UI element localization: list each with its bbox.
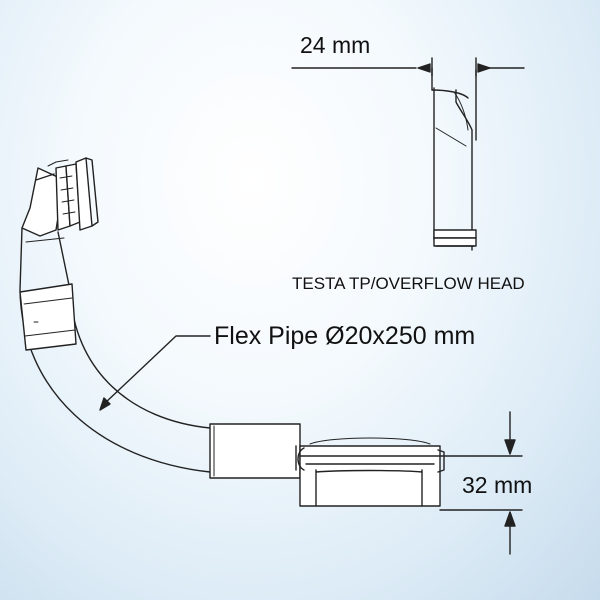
top-dimension	[291, 57, 525, 77]
flex-pipe	[19, 227, 301, 479]
overflow-head-assembly	[21, 157, 99, 237]
right-dimension	[439, 411, 523, 555]
top-dimension-label: 24 mm	[300, 32, 371, 58]
right-dimension-label: 32 mm	[462, 472, 533, 498]
flex-pipe-label: Flex Pipe Ø20x250 mm	[214, 322, 476, 350]
overflow-head-label: TESTA TP/OVERFLOW HEAD	[292, 274, 525, 293]
flex-pipe-leader	[99, 335, 211, 411]
waste-outlet-body	[295, 437, 445, 507]
overflow-head-detail	[431, 67, 477, 251]
